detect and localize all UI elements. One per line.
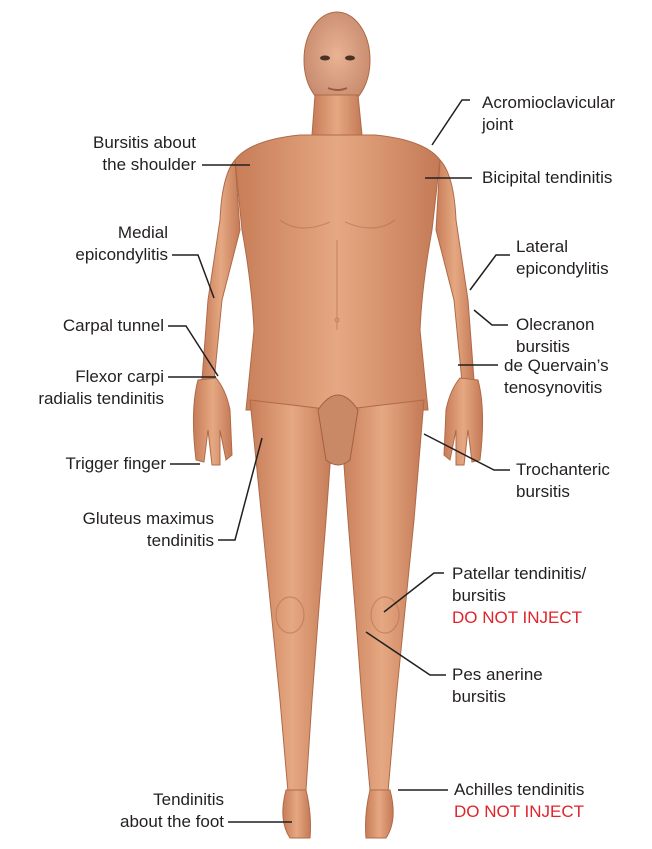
leader-acromioclavicular (432, 100, 470, 145)
left-foot (283, 790, 311, 838)
label-trochanteric: Trochanteric bursitis (516, 459, 610, 503)
label-patellar: Patellar tendinitis/ bursitis DO NOT INJ… (452, 563, 586, 629)
label-acromioclavicular: Acromioclavicular joint (482, 92, 615, 136)
left-eye (320, 56, 330, 61)
label-bursitis-shoulder: Bursitis about the shoulder (93, 132, 196, 176)
right-arm (436, 160, 474, 382)
neck (312, 95, 362, 135)
head (304, 12, 370, 108)
warning-patellar: DO NOT INJECT (452, 607, 586, 629)
label-gluteus-maximus: Gluteus maximus tendinitis (83, 508, 214, 552)
label-lateral-epicondylitis: Lateral epicondylitis (516, 236, 609, 280)
label-tendinitis-foot: Tendinitis about the foot (120, 789, 224, 833)
label-achilles: Achilles tendinitis DO NOT INJECT (454, 779, 584, 823)
leader-medial-epicondylitis (172, 255, 214, 298)
left-arm (202, 160, 240, 382)
right-eye (345, 56, 355, 61)
left-leg (250, 400, 334, 792)
leader-olecranon (474, 310, 508, 325)
right-leg (340, 400, 424, 792)
label-medial-epicondylitis: Medial epicondylitis (75, 222, 168, 266)
warning-achilles: DO NOT INJECT (454, 801, 584, 823)
label-olecranon: Olecranon bursitis (516, 314, 594, 358)
label-trigger-finger: Trigger finger (66, 453, 166, 475)
label-carpal-tunnel: Carpal tunnel (63, 315, 164, 337)
label-bicipital: Bicipital tendinitis (482, 167, 612, 189)
leader-lateral-epicondylitis (470, 255, 510, 290)
right-foot (366, 790, 394, 838)
label-pes-anerine: Pes anerine bursitis (452, 664, 543, 708)
label-flexor-carpi: Flexor carpi radialis tendinitis (38, 366, 164, 410)
left-hand (193, 378, 232, 465)
label-de-quervain: de Quervain’s tenosynovitis (504, 355, 609, 399)
right-hand (444, 378, 483, 465)
